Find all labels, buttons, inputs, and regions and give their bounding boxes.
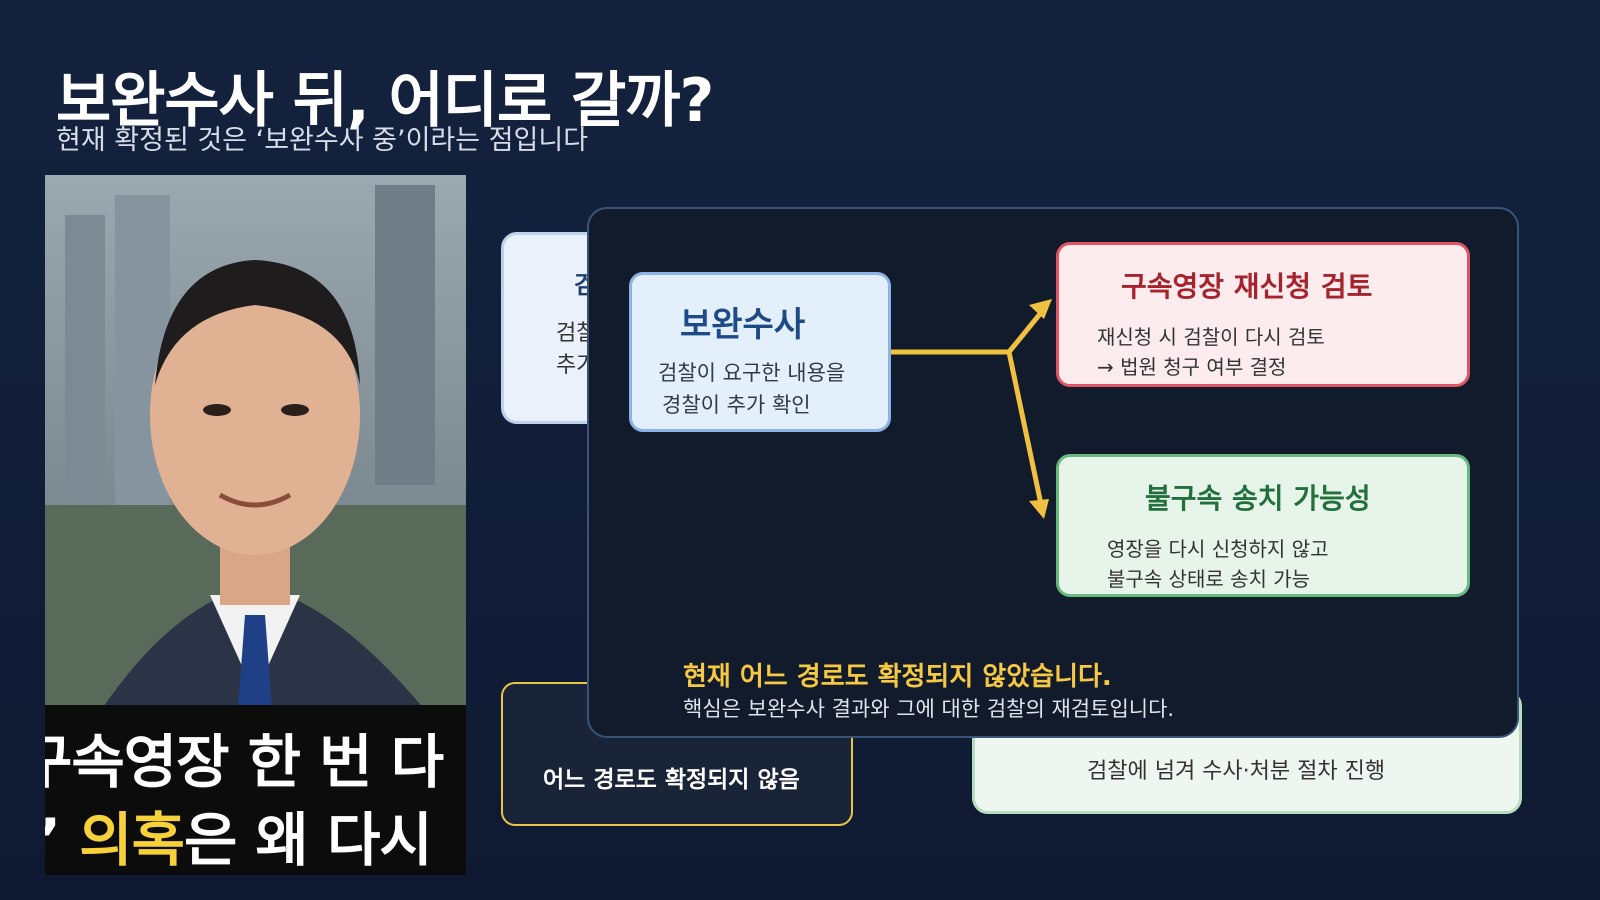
background-card-label: 어느 경로도 확정되지 않음 — [543, 767, 800, 793]
thumbnail-caption-bar — [45, 705, 466, 875]
caption-highlight: 의혹 — [79, 806, 185, 874]
node-warrant-reapplication: 구속영장 재신청 검토 재신청 시 검찰이 다시 검토 → 법원 청구 여부 결… — [1056, 242, 1470, 387]
status-title: 현재 어느 경로도 확정되지 않았습니다. — [683, 662, 1112, 692]
node-desc-line2: 불구속 상태로 송치 가능 — [1107, 567, 1311, 591]
status-description: 핵심은 보완수사 결과와 그에 대한 검찰의 재검토입니다. — [683, 697, 1175, 721]
arrow-to-reinstate — [1006, 306, 1047, 355]
background-card-text-fragment: 검찰에 넘겨 수사·처분 절차 진행 — [1087, 759, 1386, 784]
node-title: 보완수사 — [680, 305, 806, 345]
page-title: 보완수사 뒤, 어디로 갈까? — [56, 66, 714, 136]
node-supplementary-investigation: 보완수사 검찰이 요구한 내용을 경찰이 추가 확인 — [629, 272, 891, 432]
thumbnail-caption-line2: ’ 의혹은 왜 다시 — [45, 793, 433, 875]
caption-suffix: 은 왜 다시 — [183, 806, 433, 874]
thumbnail-photo: 구속영장 한 번 다 ’ 의혹은 왜 다시 — [45, 175, 466, 875]
node-desc-line1: 검찰이 요구한 내용을 — [658, 361, 846, 385]
node-non-detention-referral: 불구속 송치 가능성 영장을 다시 신청하지 않고 불구속 상태로 송치 가능 — [1056, 454, 1470, 597]
caption-prefix: ’ — [45, 806, 79, 874]
arrowhead-reinstate — [1029, 299, 1052, 319]
arrow-to-release — [1006, 349, 1045, 512]
node-title: 구속영장 재신청 검토 — [1121, 270, 1373, 303]
flow-arrows — [888, 299, 1052, 519]
node-title: 불구속 송치 가능성 — [1145, 482, 1371, 515]
page-subtitle: 현재 확정된 것은 ‘보완수사 중’이라는 점입니다 — [56, 125, 589, 156]
flow-diagram-panel: 보완수사 검찰이 요구한 내용을 경찰이 추가 확인 구속영장 재신청 검토 재… — [587, 207, 1519, 738]
node-desc-line1: 재신청 시 검찰이 다시 검토 — [1097, 325, 1325, 349]
arrowhead-release — [1029, 499, 1049, 519]
node-desc-line1: 영장을 다시 신청하지 않고 — [1107, 537, 1329, 561]
thumbnail-caption-line1: 구속영장 한 번 다 — [45, 728, 444, 796]
node-desc-line2: 경찰이 추가 확인 — [662, 393, 811, 417]
node-desc-line2: → 법원 청구 여부 결정 — [1097, 355, 1287, 379]
